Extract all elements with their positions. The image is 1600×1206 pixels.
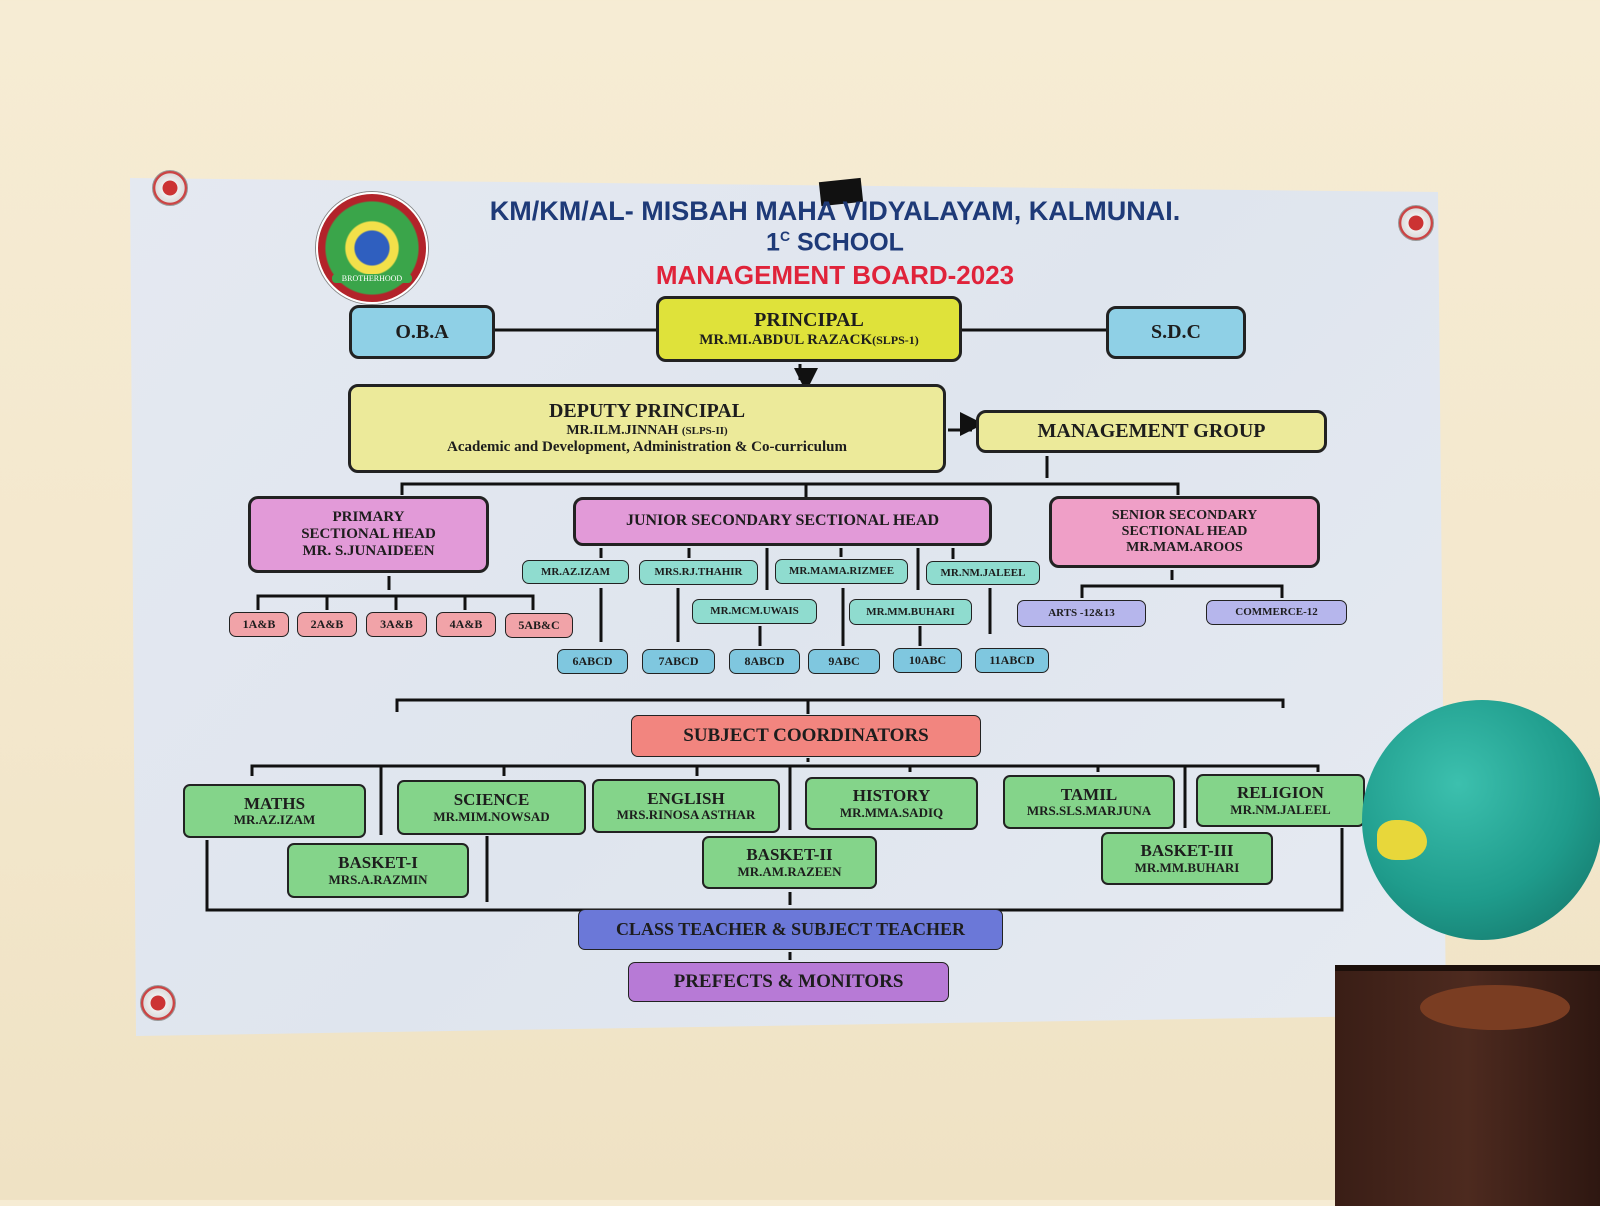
senior-line: SENIOR SECONDARY (1111, 507, 1258, 523)
grade-number: 1 (766, 228, 780, 257)
school-label: SCHOOL (790, 228, 904, 257)
subject-name: ENGLISH (647, 788, 725, 808)
connector (256, 576, 535, 610)
stream-box: COMMERCE-12 (1206, 600, 1347, 625)
coordinator-name: MRS.RINOSA ASTHAR (616, 807, 756, 823)
school-logo: BROTHERHOOD (316, 192, 428, 304)
junior-teacher-box: MR.AZ.IZAM (522, 560, 629, 584)
subject-name: SCIENCE (453, 790, 530, 810)
principal-box: PRINCIPAL MR.MI.ABDUL RAZACK(SLPS-1) (656, 296, 962, 362)
junior-head-box: JUNIOR SECONDARY SECTIONAL HEAD (573, 497, 992, 546)
connector (400, 482, 1180, 497)
rosette-pin (140, 985, 176, 1021)
management-group-box: MANAGEMENT GROUP (976, 410, 1327, 453)
junior-teacher-box: MRS.RJ.THAHIR (639, 560, 758, 585)
coordinator-name: MR.NM.JALEEL (1230, 801, 1331, 817)
rosette-pin (152, 170, 188, 206)
coordinator-name: MR.MMA.SADIQ (839, 804, 944, 820)
primary-line: PRIMARY (332, 508, 405, 525)
board-title: MANAGEMENT BOARD-2023 (655, 260, 1015, 290)
class-box: 4A&B (436, 612, 496, 637)
senior-line: SECTIONAL HEAD (1121, 523, 1248, 539)
stream-box: ARTS -12&13 (1017, 600, 1146, 627)
junior-teacher-box: MR.NM.JALEEL (926, 561, 1040, 585)
globe (1362, 700, 1600, 940)
prefects-box: PREFECTS & MONITORS (628, 962, 949, 1002)
deputy-title: DEPUTY PRINCIPAL (548, 400, 746, 423)
principal-name: MR.MI.ABDUL RAZACK (699, 331, 873, 348)
coordinator-name: MR.MM.BUHARI (1134, 859, 1240, 875)
school-type: 1C SCHOOL (440, 228, 1230, 257)
class-box: 1A&B (229, 612, 289, 637)
deputy-name: MR.ILM.JINNAH (566, 423, 679, 439)
connector (599, 588, 992, 646)
junior-teacher-box: MR.MCM.UWAIS (692, 599, 817, 624)
class-box: 2A&B (297, 612, 357, 637)
globe-continent (1377, 820, 1427, 860)
basket-name: BASKET-III (1140, 841, 1234, 861)
class-box: 9ABC (808, 649, 880, 674)
grade-sup: C (779, 228, 791, 244)
principal-grade: (SLPS-1) (872, 332, 919, 347)
class-box: 6ABCD (557, 649, 628, 674)
primary-line: SECTIONAL HEAD (301, 525, 436, 542)
sdc-box: S.D.C (1106, 306, 1246, 359)
connector (1080, 570, 1284, 598)
coordinator-name: MRS.A.RAZMIN (328, 871, 428, 887)
senior-head-name: MR.MAM.AROOS (1126, 540, 1243, 556)
coordinator-name: MRS.SLS.MARJUNA (1026, 803, 1152, 819)
subject-coordinators-box: SUBJECT COORDINATORS (631, 715, 981, 757)
coordinator-name: MR.AM.RAZEEN (737, 863, 842, 879)
subject-name: HISTORY (852, 786, 931, 806)
connector (599, 548, 955, 590)
class-teacher-box: CLASS TEACHER & SUBJECT TEACHER (578, 909, 1003, 950)
deputy-role: Academic and Development, Administration… (447, 439, 847, 456)
subject-name: RELIGION (1237, 783, 1324, 803)
class-box: 3A&B (366, 612, 427, 637)
class-box: 11ABCD (975, 648, 1049, 673)
logo-ribbon: BROTHERHOOD (332, 274, 412, 283)
junior-teacher-box: MR.MM.BUHARI (849, 599, 972, 625)
connector (250, 758, 1320, 835)
basket-name: BASKET-II (746, 845, 833, 865)
basket-name: BASKET-I (338, 853, 418, 873)
connector (395, 698, 1285, 714)
class-box: 5AB&C (505, 613, 573, 638)
subject-name: TAMIL (1060, 784, 1118, 804)
subject-name: MATHS (243, 793, 306, 813)
primary-head-box: PRIMARY SECTIONAL HEAD MR. S.JUNAIDEEN (248, 496, 489, 573)
rosette-pin (1398, 205, 1434, 241)
senior-head-box: SENIOR SECONDARY SECTIONAL HEAD MR.MAM.A… (1049, 496, 1320, 568)
deputy-principal-box: DEPUTY PRINCIPAL MR.ILM.JINNAH (SLPS-II)… (348, 384, 946, 473)
primary-head-name: MR. S.JUNAIDEEN (302, 543, 435, 560)
globe-stand (1420, 985, 1570, 1030)
class-box: 10ABC (893, 648, 962, 673)
school-name: KM/KM/AL- MISBAH MAHA VIDYALAYAM, KALMUN… (489, 196, 1181, 226)
coordinator-name: MR.MIM.NOWSAD (433, 808, 550, 824)
oba-box: O.B.A (349, 305, 495, 359)
principal-title: PRINCIPAL (754, 308, 864, 331)
junior-teacher-box: MR.MAMA.RIZMEE (775, 559, 908, 584)
coordinator-name: MR.AZ.IZAM (233, 812, 316, 828)
class-box: 7ABCD (642, 649, 715, 674)
class-box: 8ABCD (729, 649, 800, 674)
deputy-grade: (SLPS-II) (681, 425, 728, 438)
